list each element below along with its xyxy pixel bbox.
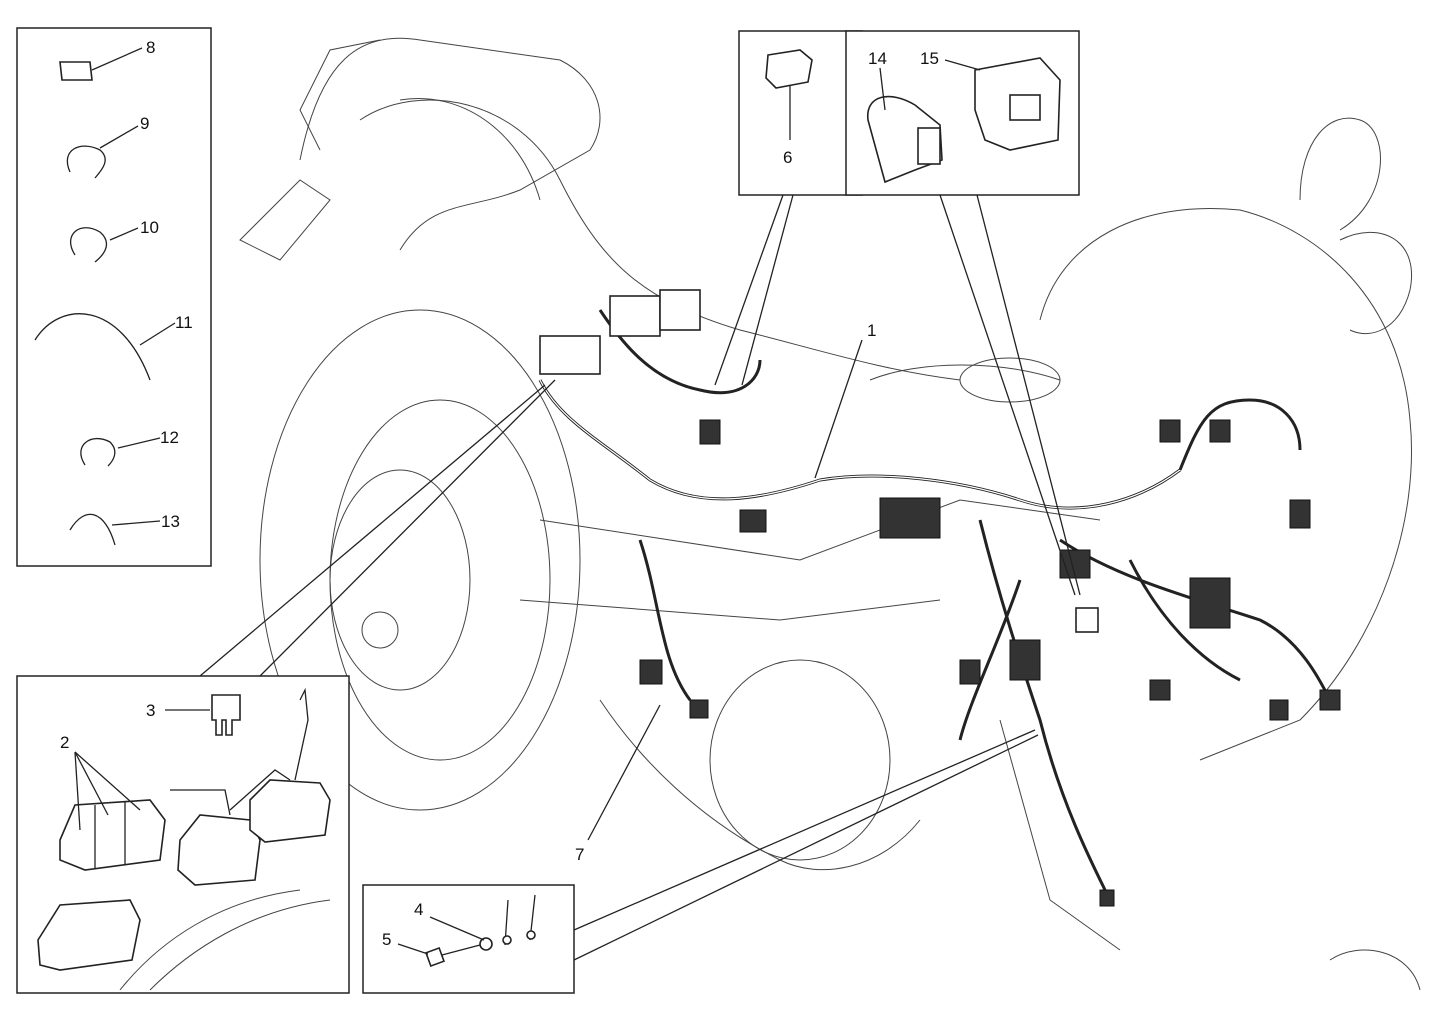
callout-4: 4	[414, 900, 423, 919]
callout-3: 3	[146, 701, 155, 720]
callout-10: 10	[140, 218, 159, 237]
callout-1: 1	[867, 321, 876, 340]
callout-15: 15	[920, 49, 939, 68]
callout-8: 8	[146, 38, 155, 57]
wiring-harness	[538, 289, 1341, 907]
callout-7: 7	[575, 845, 584, 864]
leader-lines	[199, 194, 1081, 961]
callout-5: 5	[382, 930, 391, 949]
cover-detail-box: 14 15	[845, 30, 1080, 196]
relay-fuse-detail-box: 3 2	[16, 675, 350, 994]
connector-detail-box: 6	[738, 30, 863, 196]
callout-6: 6	[783, 148, 792, 167]
callout-9: 9	[140, 114, 149, 133]
clips-detail-box: 8 9 10 11 12 13	[16, 27, 212, 567]
callout-14: 14	[868, 49, 887, 68]
callout-11: 11	[175, 313, 193, 332]
callout-12: 12	[160, 428, 179, 447]
callout-2: 2	[60, 733, 69, 752]
ground-screw-detail-box: 4 5	[362, 884, 575, 994]
callout-13: 13	[161, 512, 180, 531]
